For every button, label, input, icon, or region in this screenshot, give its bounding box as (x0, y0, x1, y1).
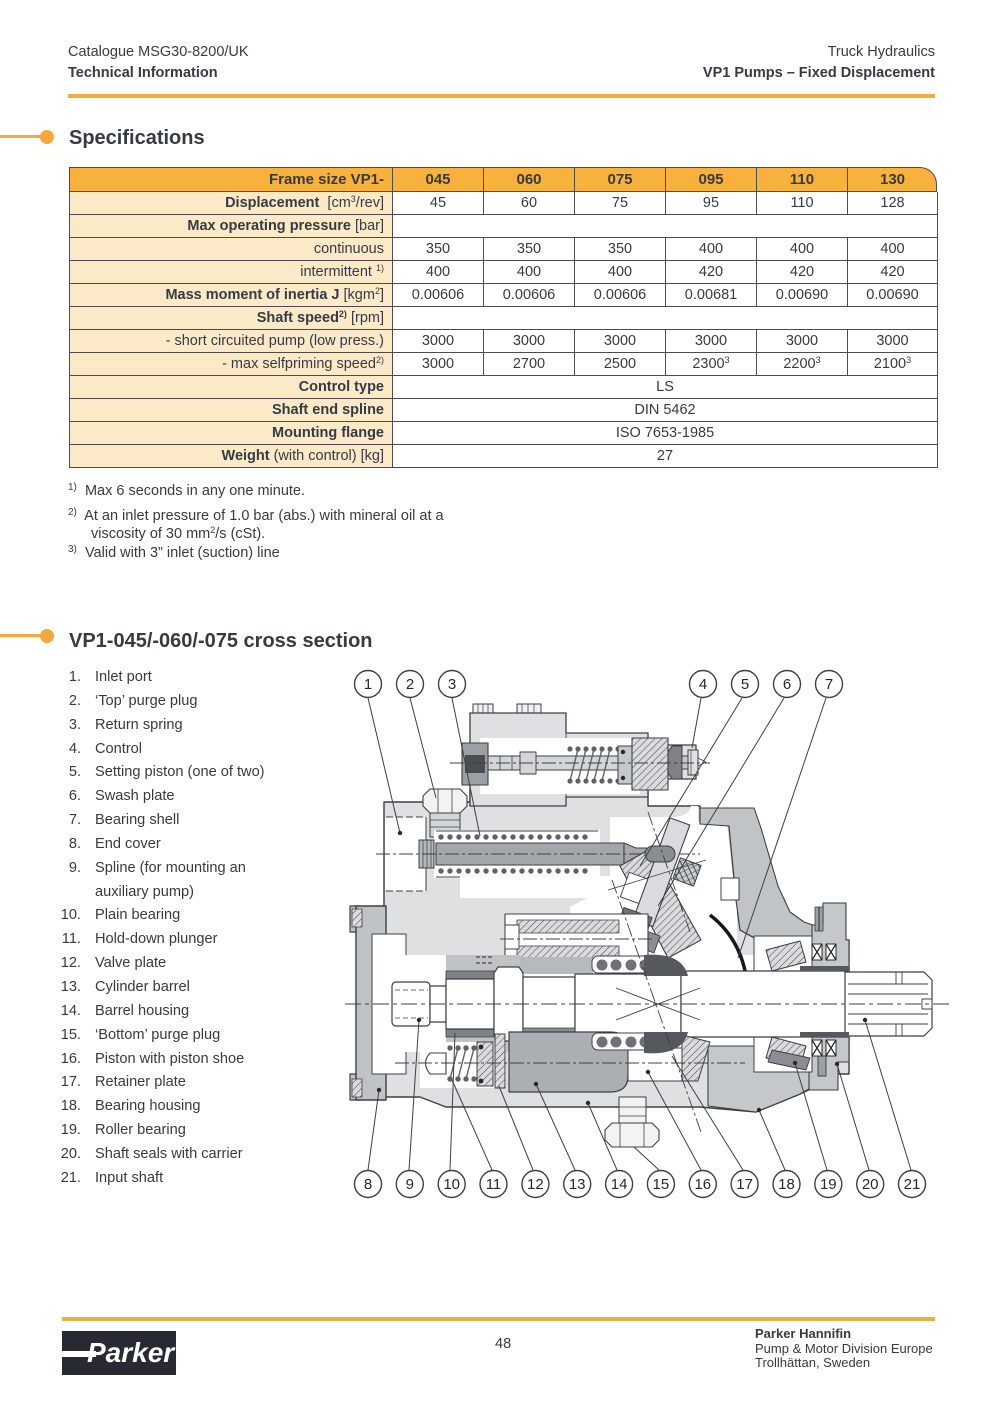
svg-text:9: 9 (406, 1176, 414, 1193)
svg-text:12: 12 (527, 1176, 544, 1193)
svg-text:1: 1 (364, 676, 372, 693)
svg-text:8: 8 (364, 1176, 372, 1193)
svg-text:16: 16 (694, 1176, 711, 1193)
svg-text:3: 3 (448, 676, 456, 693)
svg-text:11: 11 (486, 1176, 502, 1193)
svg-text:2: 2 (406, 676, 414, 693)
svg-text:18: 18 (778, 1176, 795, 1193)
svg-text:5: 5 (741, 676, 749, 693)
svg-text:7: 7 (825, 676, 833, 693)
svg-text:14: 14 (611, 1176, 628, 1193)
svg-text:4: 4 (699, 676, 707, 693)
svg-text:17: 17 (736, 1176, 753, 1193)
svg-text:13: 13 (569, 1176, 586, 1193)
svg-text:20: 20 (862, 1176, 879, 1193)
svg-text:10: 10 (443, 1176, 460, 1193)
svg-text:19: 19 (820, 1176, 837, 1193)
svg-text:6: 6 (783, 676, 791, 693)
svg-text:15: 15 (653, 1176, 670, 1193)
svg-text:21: 21 (904, 1176, 921, 1193)
